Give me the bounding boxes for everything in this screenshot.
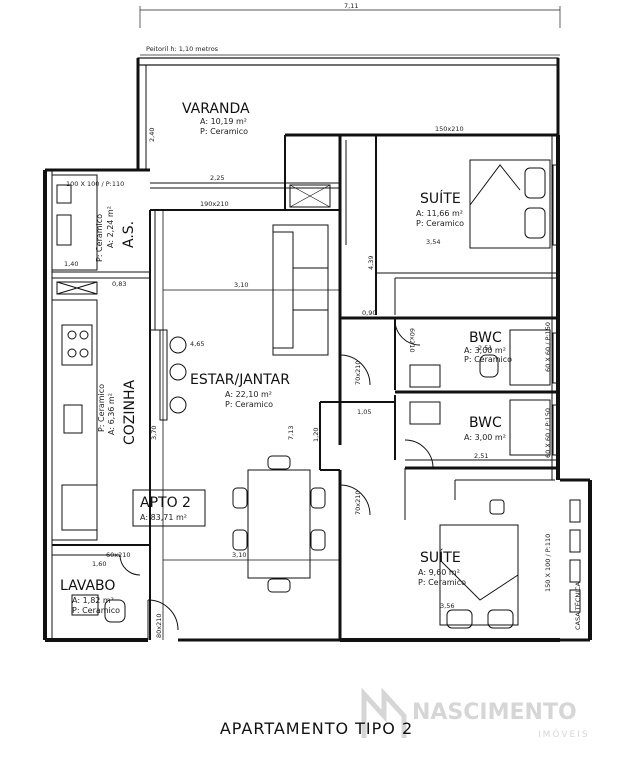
dim-60x210: 60x210 <box>408 328 416 353</box>
room-name: VARANDA <box>182 101 250 117</box>
dim-251-top: 2,51 <box>478 344 492 352</box>
room-varanda: VARANDA A: 10,19 m² P: Ceramico <box>182 101 250 136</box>
room-floor: P: Ceramico <box>200 127 248 136</box>
room-area: A: 22,10 m² <box>225 390 272 399</box>
brand-name: NASCIMENTO <box>412 700 577 725</box>
dim-105: 1,05 <box>357 408 371 416</box>
room-area: A: 2,24 m² <box>106 206 115 248</box>
dim-356: 3,56 <box>440 602 454 610</box>
room-name: COZINHA <box>122 379 138 445</box>
room-floor: P: Ceramico <box>225 400 273 409</box>
dim-60x60-bot: 60 X 60 / P:150 <box>544 408 552 458</box>
casa-tecnica-label: CASA TÉCNICA <box>573 581 582 630</box>
dim-354: 3,54 <box>426 238 440 246</box>
room-area: A: 3,00 m² <box>464 433 506 442</box>
dim-120: 1,20 <box>312 428 320 442</box>
dim-150x210: 150x210 <box>435 125 464 133</box>
dim-190x210: 190x210 <box>200 200 229 208</box>
doors <box>119 319 434 640</box>
room-name: BWC <box>469 330 502 346</box>
walls <box>43 57 592 642</box>
dim-090: 0,90 <box>362 309 376 317</box>
dim-251-bot: 2,51 <box>474 452 488 460</box>
room-floor: P: Ceramico <box>464 355 512 364</box>
right-windows <box>552 164 581 613</box>
room-floor: P: Ceramico <box>418 578 466 587</box>
dim-713: 7,13 <box>287 426 295 440</box>
dim-70x210-top: 70x210 <box>354 360 362 385</box>
room-lavabo: LAVABO A: 1,82 m² P: Ceramico <box>60 578 120 615</box>
dim-top-width: 7,11 <box>344 2 358 10</box>
dim-310-top: 3,10 <box>234 281 248 289</box>
room-suite-2: SUÍTE A: 9,60 m² P: Ceramico <box>418 549 466 587</box>
room-bwc-1: BWC A: 3,00 m² P: Ceramico <box>464 330 512 364</box>
dim-140: 1,40 <box>64 260 78 268</box>
brand-watermark: NASCIMENTO IMÓVEIS <box>360 686 630 746</box>
dim-439: 4,39 <box>367 256 375 270</box>
room-name: BWC <box>469 415 502 431</box>
sofa <box>272 224 329 356</box>
dim-083: 0,83 <box>112 280 126 288</box>
room-bwc-2: BWC A: 3,00 m² <box>464 415 506 442</box>
dim-60x60-top: 60 X 60 / P:150 <box>544 322 552 372</box>
suite1-bed <box>469 159 551 249</box>
room-suite-1: SUÍTE A: 11,66 m² P: Ceramico <box>416 190 464 228</box>
room-apto: APTO 2 A: 83,71 m² <box>132 489 206 527</box>
brand-sub: IMÓVEIS <box>538 730 590 740</box>
room-floor: P: Ceramico <box>97 384 106 432</box>
room-name: LAVABO <box>60 578 115 594</box>
dim-150x100: 150 X 100 / P:110 <box>544 534 552 592</box>
top-dimension <box>139 6 561 56</box>
room-cozinha: COZINHA A: 6,36 m² P: Ceramico <box>97 379 138 445</box>
dim-310-bot: 3,10 <box>232 551 246 559</box>
dim-80x210: 80x210 <box>155 613 163 638</box>
dim-240: 2,40 <box>148 128 156 142</box>
room-estar-jantar: ESTAR/JANTAR A: 22,10 m² P: Ceramico <box>190 372 290 409</box>
room-area: A: 6,36 m² <box>107 393 116 435</box>
dim-70x210-bot: 70x210 <box>354 490 362 515</box>
room-area: A: 1,82 m² <box>72 596 114 605</box>
room-floor: P: Ceramico <box>72 606 120 615</box>
dim-465: 4,65 <box>190 340 204 348</box>
dim-160: 1,60 <box>92 560 106 568</box>
room-area: A: 83,71 m² <box>140 513 187 522</box>
bathroom-fixtures <box>71 329 551 623</box>
room-area: A: 3,00 m² <box>464 346 506 355</box>
dim-100x100: 100 X 100 / P:110 <box>66 180 124 188</box>
dim-370: 3,70 <box>150 426 158 440</box>
room-area: A: 9,60 m² <box>418 568 460 577</box>
room-name: SUÍTE <box>420 549 461 566</box>
brand-logo-icon <box>361 687 407 738</box>
kitchen-fixtures <box>51 174 98 541</box>
room-floor: P: Ceramico <box>416 219 464 228</box>
bar-stools <box>159 329 187 421</box>
room-floor: P: Ceramico <box>95 214 104 262</box>
room-name: SUÍTE <box>420 190 461 207</box>
room-name: ESTAR/JANTAR <box>190 372 290 388</box>
dining-table <box>232 455 326 593</box>
dim-60x210-lav: 60x210 <box>106 551 131 559</box>
plan-caption: APARTAMENTO TIPO 2 <box>219 719 414 738</box>
room-area: A: 11,66 m² <box>416 209 463 218</box>
dim-225: 2,25 <box>210 174 224 182</box>
room-as: A.S. A: 2,24 m² P: Ceramico <box>95 206 137 262</box>
room-name: A.S. <box>121 221 137 248</box>
room-area: A: 10,19 m² <box>200 117 247 126</box>
suite2-bed <box>439 499 519 629</box>
room-name: APTO 2 <box>140 495 191 511</box>
dim-peitoril: Peitoril h: 1,10 metros <box>146 45 219 53</box>
